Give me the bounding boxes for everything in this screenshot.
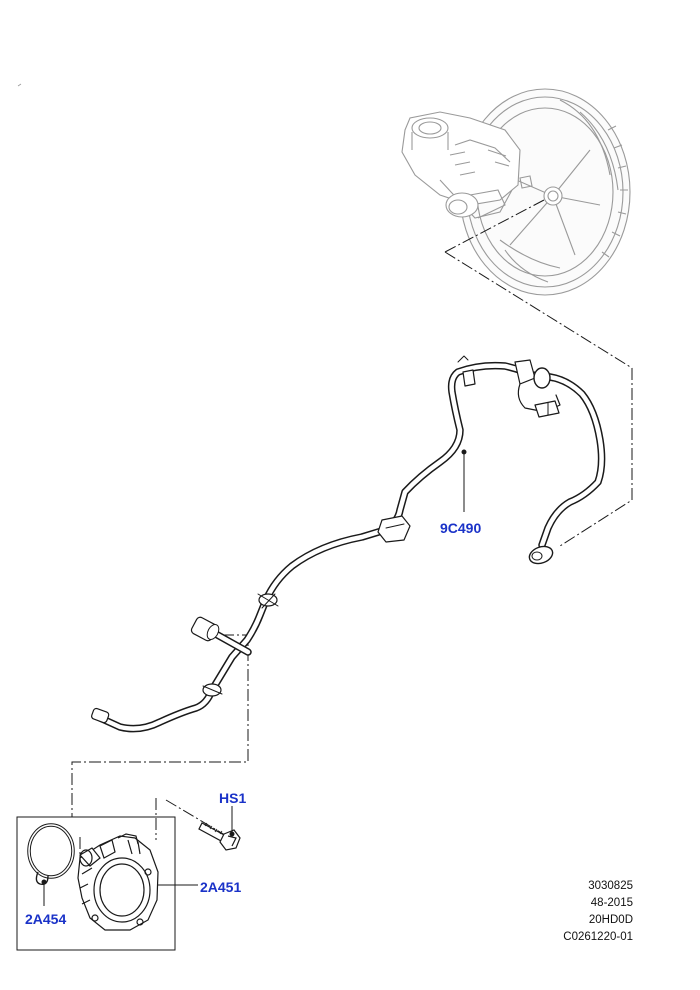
callout-hs1[interactable]: HS1: [219, 790, 247, 806]
illustration-date: 48-2015: [590, 897, 633, 909]
callout-2a454[interactable]: 2A454: [25, 911, 67, 927]
vacuum-hose: [91, 355, 606, 733]
callout-9c490[interactable]: 9C490: [440, 520, 482, 536]
callout-9c490-leader: [461, 449, 467, 512]
leader-lines: [71, 199, 633, 855]
brake-booster: [401, 88, 631, 296]
illustration-number: 3030825: [588, 880, 633, 892]
registration-mark: [17, 83, 22, 87]
callout-2a451[interactable]: 2A451: [200, 879, 242, 895]
illustration-id: C0261220-01: [563, 931, 633, 943]
pump-box: [16, 816, 176, 951]
bolt: [198, 822, 241, 851]
gasket: [27, 823, 75, 906]
callout-hs1-leader: [229, 806, 235, 837]
model-code: 20HD0D: [588, 914, 633, 926]
vacuum-pump: [77, 833, 159, 931]
illustration-info-block: 3030825 48-2015 20HD0D C0261220-01: [545, 878, 633, 946]
